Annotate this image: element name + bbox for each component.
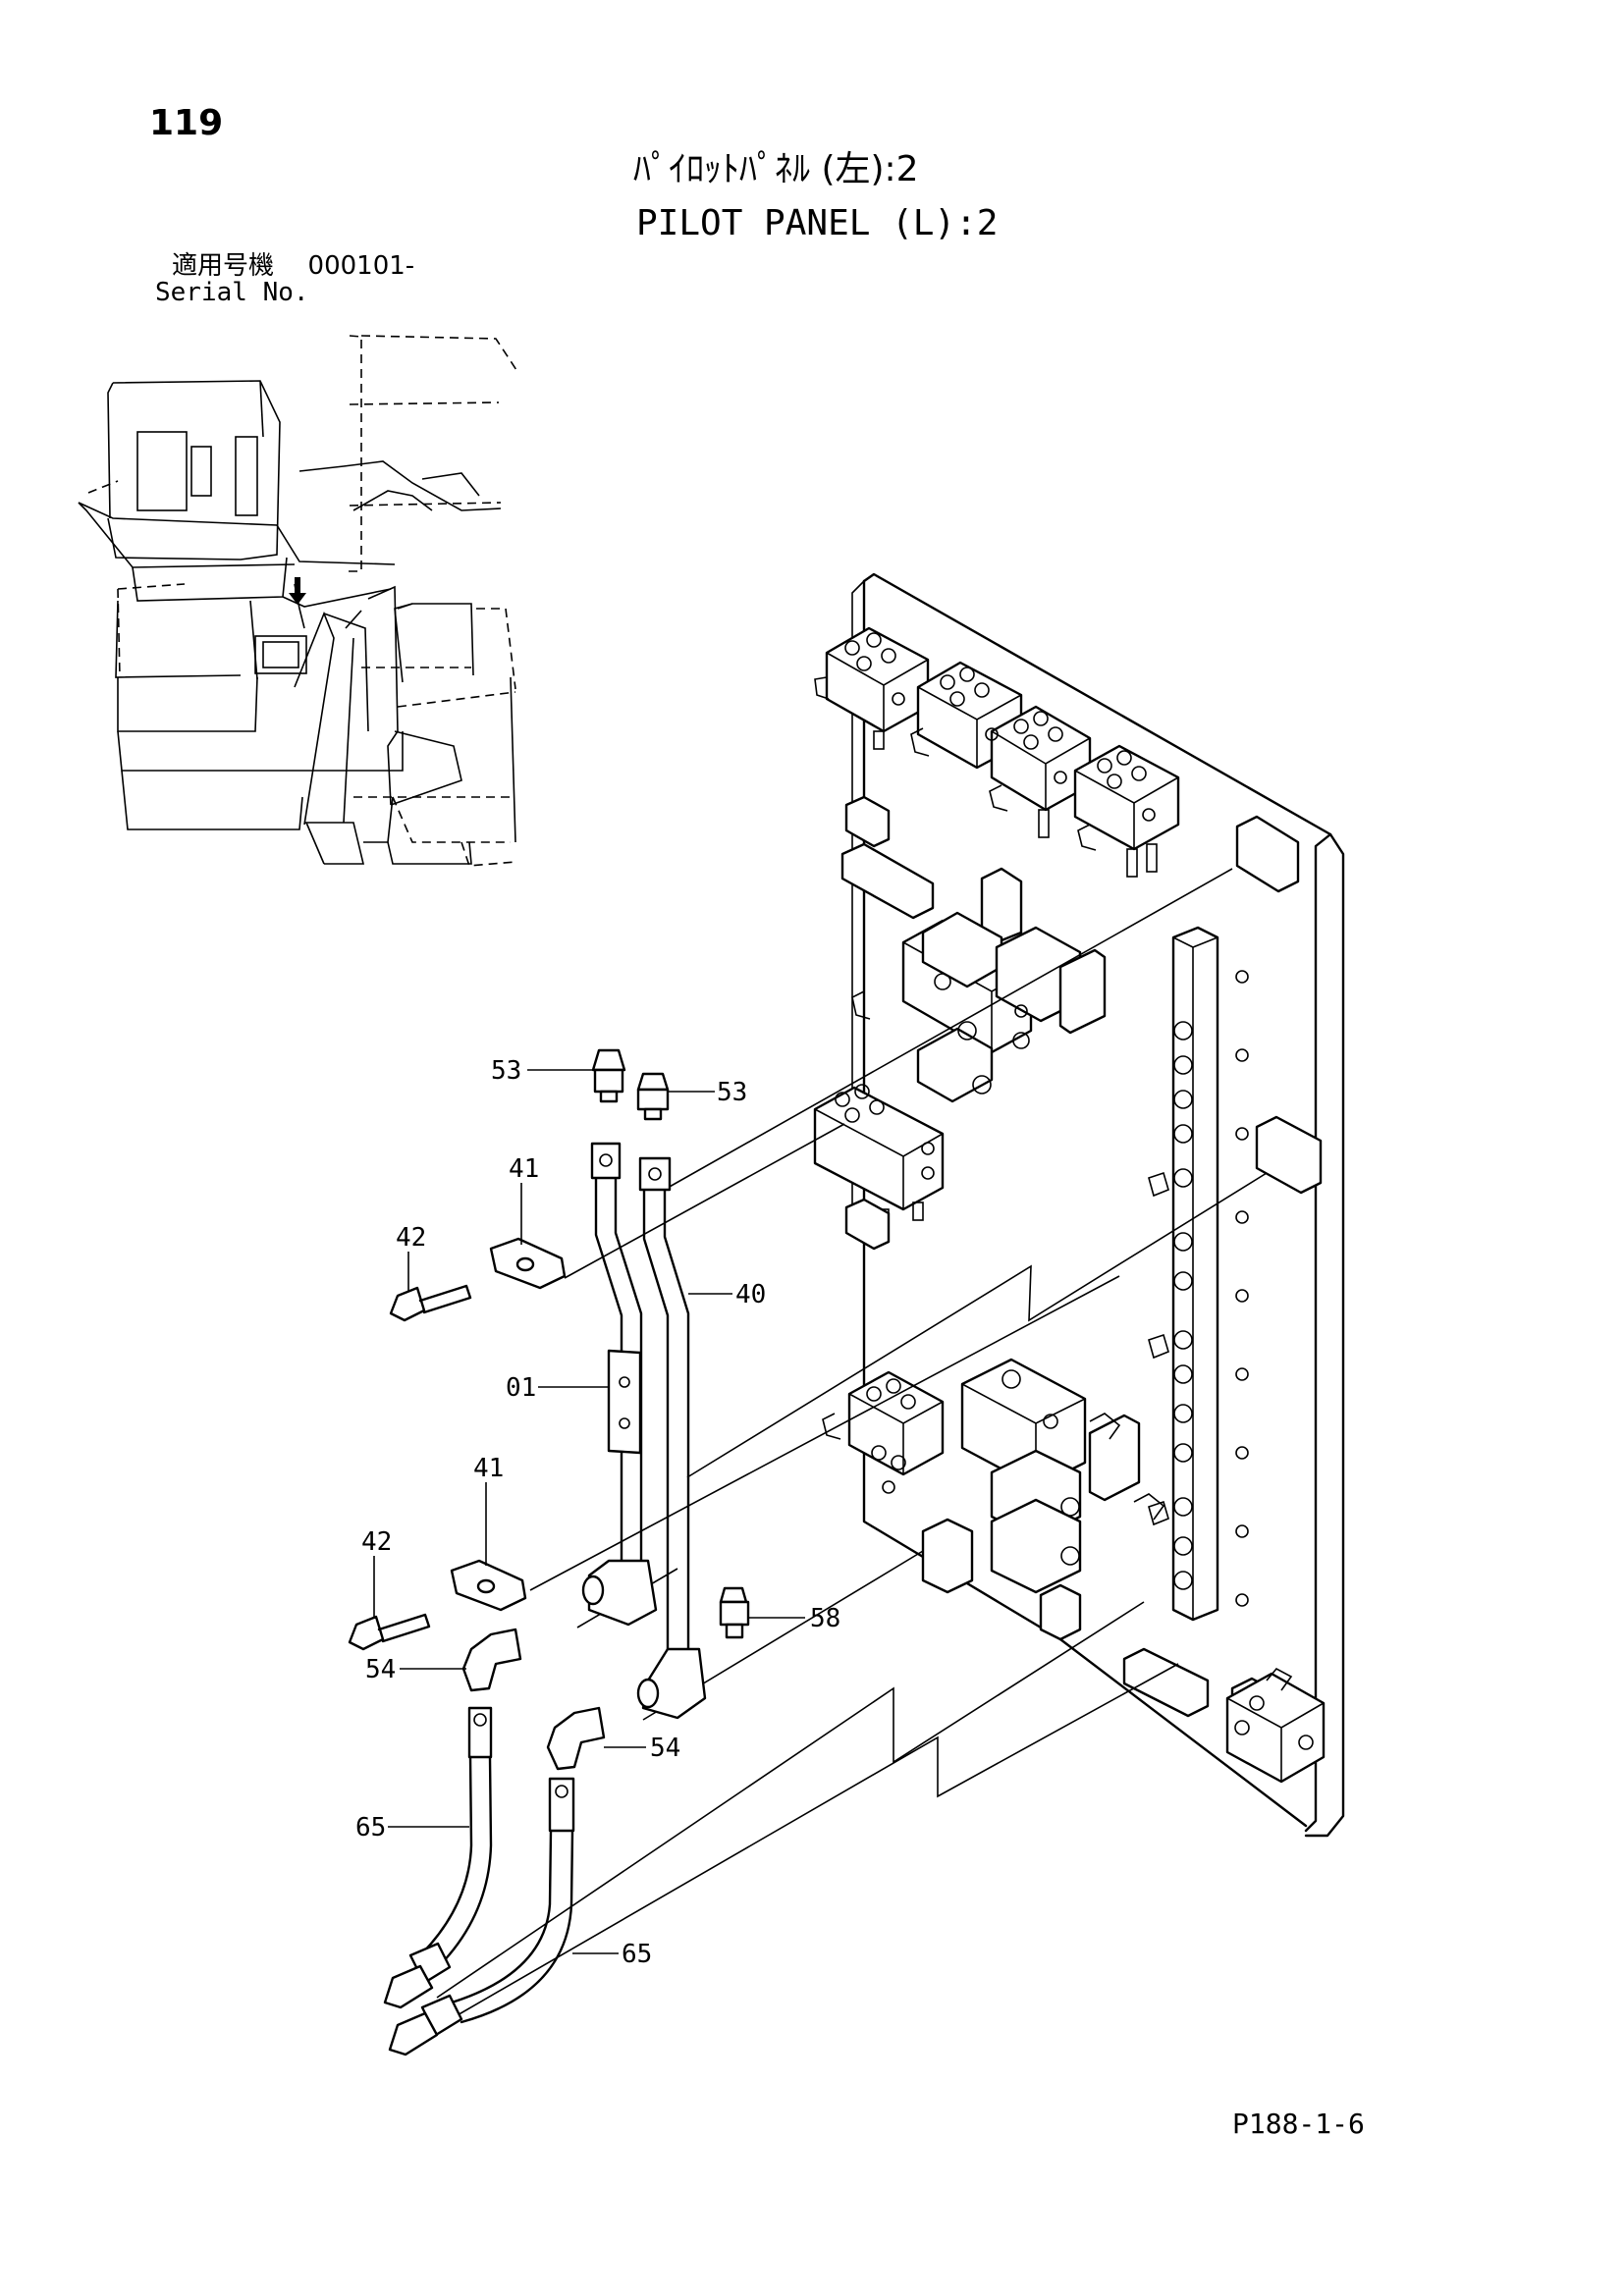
page-number: 119 (149, 103, 224, 143)
panel-valves-and-blocks (813, 626, 1326, 1784)
page-title-japanese: ﾊﾟｲﾛｯﾄﾊﾟﾈﾙ (左):2 (633, 149, 919, 189)
serial-label-english: Serial No. (155, 278, 309, 307)
callout-53-left: 53 (491, 1056, 522, 1086)
reference-lines (436, 868, 1268, 2028)
page-code: P188-1-6 (1232, 2108, 1365, 2140)
page-title-english: PILOT PANEL (L):2 (636, 203, 999, 243)
callout-53-right: 53 (717, 1078, 748, 1107)
callout-40: 40 (735, 1280, 767, 1309)
callout-65-right: 65 (622, 1940, 653, 1969)
callout-42-lower: 42 (361, 1527, 393, 1557)
callout-leaders (373, 1069, 805, 1954)
serial-line-japanese: 適用号機 000101- (172, 253, 414, 279)
serial-number-value: 000101- (307, 251, 415, 281)
callout-54-right: 54 (650, 1734, 681, 1763)
callout-42-upper: 42 (396, 1223, 427, 1253)
callout-41-lower: 41 (473, 1454, 505, 1483)
callout-58: 58 (810, 1604, 841, 1633)
callout-54-left: 54 (365, 1655, 397, 1684)
callout-41-upper: 41 (509, 1154, 540, 1184)
callout-65-left: 65 (355, 1813, 387, 1842)
callout-01: 01 (506, 1373, 537, 1403)
serial-label-japanese: 適用号機 (172, 251, 275, 281)
machine-location-thumbnail (78, 335, 519, 867)
pipes-hoses-fittings (348, 1048, 750, 2056)
pilot-panel-plate (851, 572, 1345, 1838)
